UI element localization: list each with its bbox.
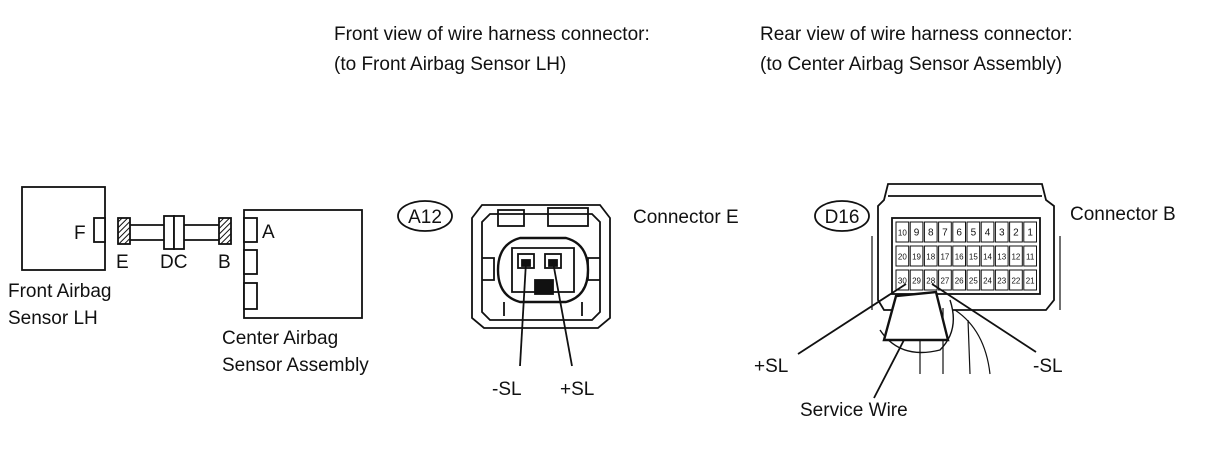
d16-pin-cell (938, 245, 952, 267)
d16-pin-cell (895, 221, 910, 243)
d16-pin-number: 6 (956, 228, 962, 239)
d16-pin-number: 11 (1026, 253, 1035, 262)
front-view-subtitle: (to Front Airbag Sensor LH) (334, 54, 567, 75)
d16-pin-cell (994, 245, 1009, 267)
d16-pin-number: 16 (955, 253, 964, 262)
d16-pin-number: 1 (1027, 228, 1033, 239)
rear-view-subtitle: (to Center Airbag Sensor Assembly) (760, 54, 1063, 75)
d16-pin-number: 18 (926, 253, 935, 262)
center-sensor-label-2: Sensor Assembly (222, 355, 369, 376)
d16-pin-number: 21 (1026, 277, 1035, 286)
a12-pin-minus-sl: -SL (492, 379, 522, 400)
connector-e-hatch (117, 217, 131, 245)
front-sensor-label-1: Front Airbag (8, 281, 112, 302)
d16-pin-cell (909, 221, 924, 243)
d16-pin-cell (994, 269, 1009, 291)
d16-pin-cell (1009, 245, 1023, 267)
d16-pin-number: 2 (1013, 228, 1019, 239)
schematic-group (21, 186, 363, 319)
a12-pin-plus-sl: +SL (560, 379, 594, 400)
d16-pin-number: 9 (914, 228, 920, 239)
d16-pin-cell (980, 269, 995, 291)
d16-pin-number: 30 (898, 277, 907, 286)
center-sensor-label-1: Center Airbag (222, 328, 338, 349)
d16-pin-cell (966, 221, 981, 243)
d16-pin-cell (923, 221, 938, 243)
d16-pin-number: 27 (940, 277, 949, 286)
d16-pin-cell (1023, 245, 1037, 267)
pin-f-label: F (74, 223, 86, 244)
connector-b-hatch (218, 217, 232, 245)
d16-pin-number: 14 (983, 253, 992, 262)
d16-pin-cell (1023, 221, 1037, 243)
d16-pin-cell (909, 245, 924, 267)
d16-pin-cell (980, 221, 995, 243)
d16-pin-number: 12 (1011, 253, 1020, 262)
d16-pin-number: 8 (928, 228, 934, 239)
d16-pin-cell (952, 245, 966, 267)
d16-pin-number: 25 (969, 277, 978, 286)
d16-code: D16 (825, 207, 860, 228)
d16-pin-cell (1023, 269, 1037, 291)
pin-a-label: A (262, 222, 275, 243)
d16-pin-number: 26 (955, 277, 964, 286)
rear-view-title: Rear view of wire harness connector: (760, 24, 1073, 45)
center-slot-2 (243, 249, 258, 275)
d16-pin-number: 29 (912, 277, 921, 286)
d16-pin-cell (1009, 221, 1023, 243)
connector-b-label: Connector B (1070, 204, 1176, 225)
label-e: E (116, 252, 129, 273)
d16-badge: D16 (814, 200, 870, 232)
pin-a-slot (243, 217, 258, 243)
d16-pin-number: 3 (999, 228, 1005, 239)
a12-badge: A12 (397, 200, 453, 232)
service-wire-label: Service Wire (800, 400, 908, 421)
d16-pin-cell (909, 269, 924, 291)
d16-pin-minus-sl: -SL (1033, 356, 1063, 377)
d16-pin-number: 20 (898, 253, 907, 262)
front-view-title: Front view of wire harness connector: (334, 24, 650, 45)
d16-pin-number: 13 (997, 253, 1006, 262)
d16-pin-number: 5 (971, 228, 977, 239)
d16-pin-cell (895, 245, 910, 267)
dc-connector-left (163, 215, 175, 250)
d16-pin-number: 7 (942, 228, 948, 239)
connector-e-label: Connector E (633, 207, 739, 228)
d16-pin-number: 10 (898, 229, 907, 238)
d16-pin-cell (994, 221, 1009, 243)
d16-pin-cell (1009, 269, 1023, 291)
connector-e-body (471, 204, 611, 367)
d16-pin-cell (980, 245, 995, 267)
a12-code: A12 (408, 207, 442, 228)
d16-pin-number: 17 (940, 253, 949, 262)
front-airbag-sensor-box (21, 186, 106, 271)
center-slot-3 (243, 282, 258, 310)
center-airbag-sensor-box (243, 209, 363, 319)
dc-connector-right (173, 215, 185, 250)
d16-pin-number: 22 (1011, 277, 1020, 286)
d16-pin-number: 23 (997, 277, 1006, 286)
d16-pin-cell (952, 221, 966, 243)
d16-pin-cell (952, 269, 966, 291)
d16-pin-number: 4 (985, 228, 991, 239)
d16-service-wire-lines (797, 283, 1037, 399)
d16-pin-cell (966, 269, 981, 291)
d16-pin-plus-sl: +SL (754, 356, 788, 377)
d16-pin-cell (938, 221, 952, 243)
d16-pin-number: 28 (926, 277, 935, 286)
d16-pin-number: 15 (969, 253, 978, 262)
front-sensor-label-2: Sensor LH (8, 308, 98, 329)
pin-f-slot (93, 217, 106, 243)
d16-pin-cell (938, 269, 952, 291)
label-dc: DC (160, 252, 187, 273)
d16-pin-number: 24 (983, 277, 992, 286)
d16-pin-number: 19 (912, 253, 921, 262)
d16-pin-cell (966, 245, 981, 267)
d16-pin-cell (923, 245, 938, 267)
label-b: B (218, 252, 231, 273)
